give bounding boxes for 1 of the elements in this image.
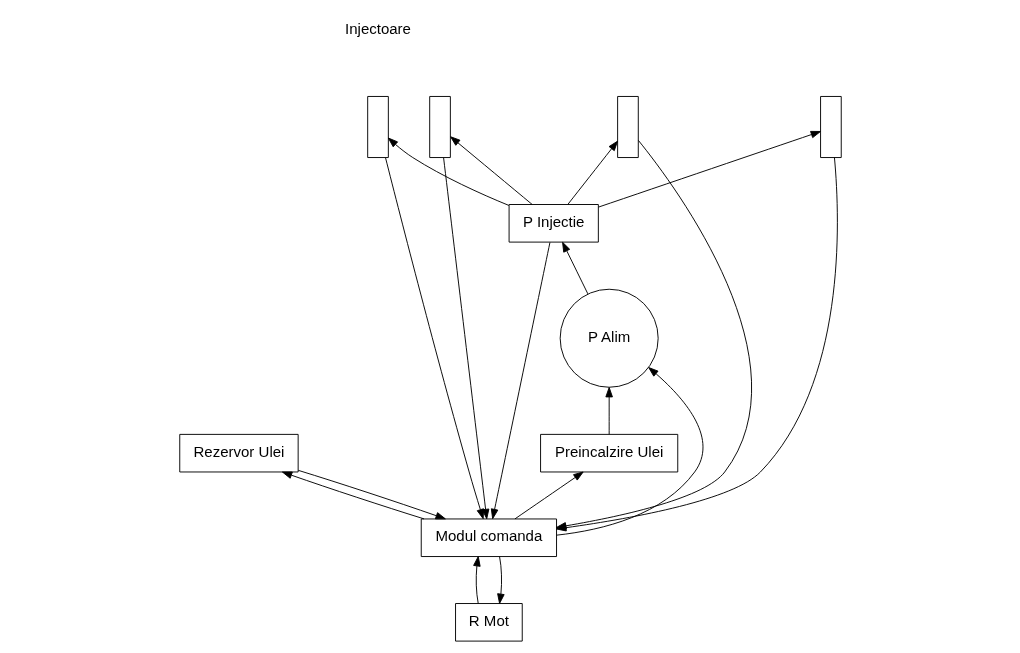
label: Injectoare [344,20,411,38]
